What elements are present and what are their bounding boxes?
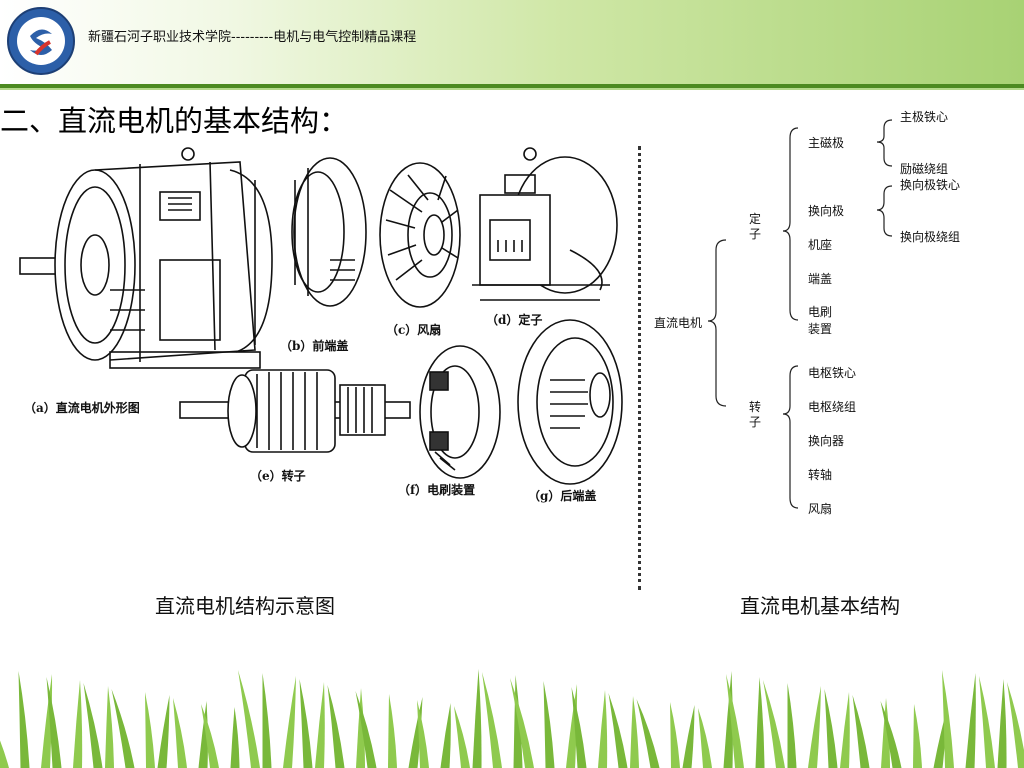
tree-brush-device: 电刷装置 [808, 305, 833, 336]
grass-blade [356, 688, 365, 768]
grass-blade [388, 694, 397, 768]
tree-commutating-pole-core: 换向极铁心 [900, 178, 961, 192]
grass-blade [726, 674, 744, 768]
grass-blade [787, 683, 797, 768]
tree-brackets [707, 119, 893, 509]
header-title: 新疆石河子职业技术学院---------电机与电气控制精品课程 [88, 30, 417, 45]
tree-stator-label: 定子 [748, 212, 761, 241]
grass-blade [417, 700, 429, 768]
caption-rotor: （e）转子 [250, 468, 306, 483]
grass-blade [763, 680, 785, 768]
grass-blade [105, 686, 114, 768]
grass-blade [262, 673, 272, 768]
caption-structure-diagram: 直流电机结构示意图 [155, 594, 335, 618]
grass-blade [608, 693, 628, 768]
grass-blade [440, 703, 451, 768]
caption-basic-structure: 直流电机基本结构 [740, 594, 900, 618]
grass-blade [111, 689, 135, 768]
grass-blade [157, 695, 170, 768]
grass-blade [598, 690, 608, 768]
tree-end-cover: 端盖 [808, 272, 833, 286]
grass-blade [73, 680, 83, 768]
header-divider [0, 84, 1024, 88]
grass-blade [327, 685, 345, 768]
grass-blade [881, 698, 890, 768]
tree-main-pole: 主磁极 [808, 136, 845, 150]
grass-blade [880, 701, 902, 768]
grass-blade [46, 677, 62, 768]
grass-blade [201, 704, 219, 768]
caption-motor-exterior: （a）直流电机外形图 [24, 400, 140, 415]
caption-front-end-cover: （b）前端盖 [280, 338, 348, 353]
header-bar: 新疆石河子职业技术学院---------电机与电气控制精品课程 [0, 0, 1024, 84]
grass-blade [83, 683, 103, 768]
tree-fan: 风扇 [808, 502, 833, 516]
grass-blade [145, 692, 155, 768]
stator-drawing [472, 147, 618, 301]
grass-blade [979, 676, 995, 768]
grass-blade [670, 702, 680, 768]
tree-shaft: 转轴 [808, 468, 833, 482]
tree-rotor-label: 转子 [748, 400, 761, 429]
motor-exterior-drawing [19, 147, 273, 369]
grass-blade [18, 671, 30, 768]
grass-blade [472, 669, 482, 768]
tree-root: 直流电机 [654, 316, 703, 330]
grass-border-icon [0, 669, 1024, 768]
tree-armature-winding: 电枢绕组 [808, 400, 857, 414]
grass-blade [315, 682, 325, 768]
grass-blade [913, 704, 922, 768]
tree-frame: 机座 [808, 238, 833, 252]
grass-blade [942, 670, 954, 768]
grass-blade [283, 676, 296, 768]
caption-brush-device: （f）电刷装置 [398, 482, 475, 497]
caption-rear-end-cover: （g）后端盖 [528, 488, 596, 503]
structure-tree: 直流电机 定子 转子 主磁极 换向极 机座 端盖 电刷装置 主极铁心 励磁绕组 … [640, 100, 1024, 530]
grass-blade [682, 705, 695, 768]
grass-blade [355, 691, 377, 768]
front-end-cover-drawing [291, 157, 367, 307]
dc-motor-structure-illustration: （a）直流电机外形图 （b）前端盖 （c）风扇 （d）定子 （e）转子 （f）电… [19, 147, 623, 503]
rotor-drawing [179, 369, 411, 453]
grass-blade [173, 698, 187, 768]
grass-blade [630, 696, 639, 768]
header-divider-light [0, 88, 1024, 90]
grass-blade [852, 695, 870, 768]
tree-commutating-winding: 换向极绕组 [900, 230, 961, 244]
grass-blade [482, 672, 502, 768]
caption-stator: （d）定子 [486, 312, 542, 327]
tree-armature-core: 电枢铁心 [808, 366, 857, 380]
grass-blade [997, 679, 1007, 768]
grass-blade [840, 692, 850, 768]
grass-blade [571, 687, 587, 768]
grass-blade [1007, 682, 1024, 768]
grass-blade [543, 681, 555, 768]
dotted-divider [638, 146, 641, 590]
grass-blade [454, 706, 470, 768]
grass-blade [230, 707, 240, 768]
grass-blade [510, 678, 534, 768]
caption-fan: （c）风扇 [386, 322, 441, 337]
grass-blade [636, 699, 660, 768]
tree-field-winding: 励磁绕组 [900, 162, 949, 176]
slide-title: 二、直流电机的基本结构： [0, 104, 349, 138]
grass-blade [0, 740, 9, 768]
grass-blade [755, 677, 765, 768]
fan-drawing [379, 162, 461, 308]
grass-blade [824, 689, 838, 768]
grass-blade [238, 670, 260, 768]
grass-blade [299, 679, 313, 768]
grass-blade [698, 708, 712, 768]
brush-device-drawing [419, 345, 501, 479]
grass-blade [965, 673, 976, 768]
college-emblem-icon [7, 7, 75, 75]
tree-commutator: 换向器 [808, 434, 845, 448]
rear-end-cover-drawing [517, 319, 623, 485]
tree-main-pole-core: 主极铁心 [900, 110, 949, 124]
grass-blade [808, 686, 821, 768]
tree-commutating-pole: 换向极 [808, 204, 845, 218]
